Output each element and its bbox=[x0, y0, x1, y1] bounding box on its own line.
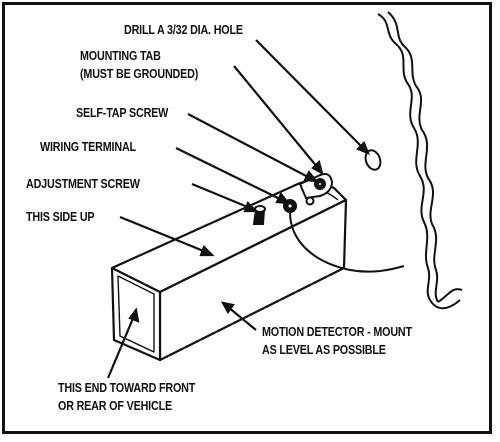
label-mounting-tab-note: (MUST BE GROUNDED) bbox=[80, 67, 199, 81]
leader-lines bbox=[106, 39, 370, 379]
label-motion-detector-note: AS LEVEL AS POSSIBLE bbox=[262, 343, 386, 357]
adjustment-screw bbox=[252, 205, 266, 225]
label-wiring-terminal: WIRING TERMINAL bbox=[40, 140, 136, 154]
drill-hole bbox=[364, 149, 382, 171]
label-self-tap-screw: SELF-TAP SCREW bbox=[76, 106, 169, 120]
label-mounting-tab: MOUNTING TAB bbox=[80, 49, 161, 63]
label-this-side-up: THIS SIDE UP bbox=[26, 210, 95, 224]
vehicle-panel-outline bbox=[377, 11, 463, 310]
label-drill-hole: DRILL A 3/32 DIA. HOLE bbox=[124, 23, 243, 37]
label-motion-detector: MOTION DETECTOR - MOUNT bbox=[262, 325, 412, 339]
wire bbox=[289, 211, 405, 273]
label-end-toward: THIS END TOWARD FRONT bbox=[58, 381, 196, 395]
mounting-hole bbox=[305, 196, 315, 206]
label-end-toward-note: OR REAR OF VEHICLE bbox=[58, 399, 172, 413]
label-adjustment-screw: ADJUSTMENT SCREW bbox=[26, 177, 140, 191]
mounting-tab bbox=[298, 173, 334, 206]
